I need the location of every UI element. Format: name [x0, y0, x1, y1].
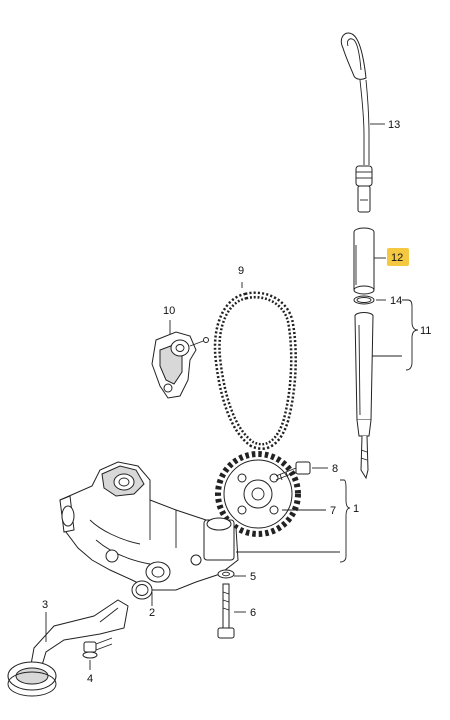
oil-pickup-pipe [7, 599, 129, 697]
leader-lines [45, 123, 419, 670]
sprocket [215, 451, 301, 537]
callout-7: 7 [330, 505, 336, 517]
callout-5: 5 [250, 571, 256, 583]
callout-labels: 13 12 14 11 9 10 8 7 1 5 6 2 3 4 [42, 119, 431, 685]
pickup-bolt [82, 637, 113, 659]
mounting-bolt [217, 583, 235, 639]
callout-10: 10 [163, 305, 175, 317]
chain-tensioner [151, 331, 209, 399]
callout-9: 9 [238, 265, 244, 277]
guide-tube-upper [353, 227, 375, 295]
o-ring [353, 295, 375, 305]
callout-14: 14 [390, 295, 402, 307]
callout-12: 12 [391, 252, 403, 264]
callout-2: 2 [149, 607, 155, 619]
gasket [131, 580, 153, 600]
callout-4: 4 [87, 673, 93, 685]
callout-6: 6 [250, 607, 256, 619]
callout-3: 3 [42, 599, 48, 611]
callout-8: 8 [332, 463, 338, 475]
washer [217, 569, 235, 579]
callout-11: 11 [420, 325, 431, 337]
sprocket-bolt [275, 461, 311, 481]
callout-1: 1 [353, 503, 359, 515]
oil-pump-body [59, 461, 239, 591]
callout-13: 13 [388, 119, 400, 131]
guide-tube-lower [354, 312, 374, 480]
drive-chain [213, 291, 297, 450]
callout-12-highlight [387, 248, 409, 266]
dipstick [340, 32, 373, 213]
